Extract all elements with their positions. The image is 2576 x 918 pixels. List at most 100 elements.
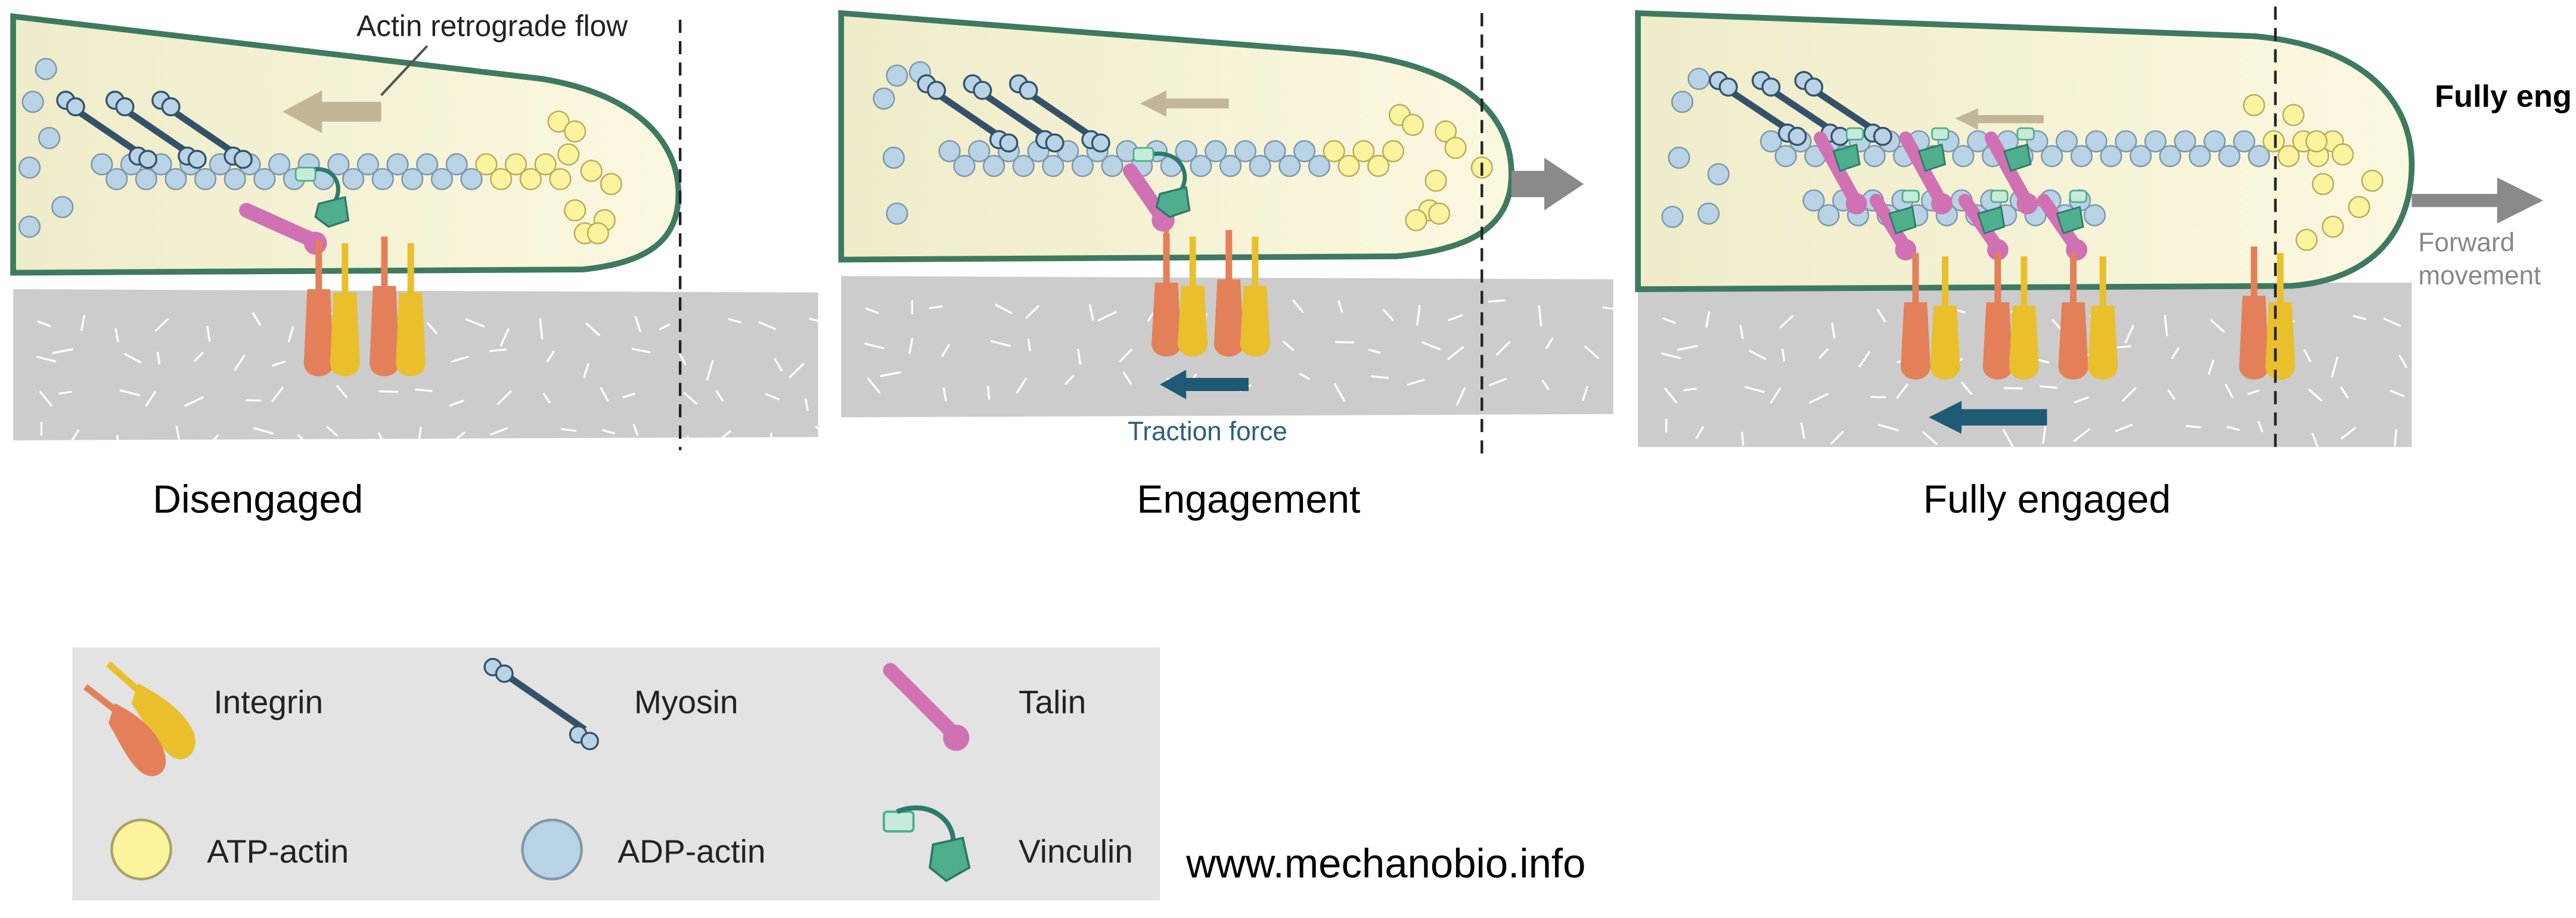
substrate-fiber <box>765 393 780 401</box>
adp-actin-monomer <box>445 153 468 176</box>
legend-myosin-label: Myosin <box>634 683 738 720</box>
vinculin-tail <box>1931 127 1950 141</box>
talin-head <box>2016 193 2038 215</box>
substrate-fiber <box>539 318 544 340</box>
substrate-fiber <box>39 390 53 407</box>
substrate-fiber <box>2208 359 2215 375</box>
free-atp-actin-monomer <box>1424 169 1447 192</box>
atp-actin-monomer <box>1382 139 1405 163</box>
legend-adp-actin-icon <box>521 818 583 880</box>
myosin-head <box>1718 77 1738 97</box>
legend-atp-actin-label: ATP-actin <box>207 833 349 870</box>
legend-integrin-label: Integrin <box>213 683 323 720</box>
talin-head <box>1931 193 1953 215</box>
substrate-fiber <box>1416 305 1421 326</box>
substrate-fiber <box>451 355 469 363</box>
adp-actin-monomer <box>342 168 365 191</box>
talin-head <box>1987 239 2009 260</box>
panel-caption-engagement: Engagement <box>1137 477 1360 522</box>
legend: Integrin Myosin Talin ATP-actin ADP-acti… <box>72 647 1160 901</box>
adp-actin-monomer <box>165 168 187 191</box>
panel-caption-disengaged: Disengaged <box>153 477 363 522</box>
substrate-fiber <box>417 426 422 448</box>
substrate-fiber <box>1748 349 1767 361</box>
adp-actin-monomer <box>1234 139 1256 163</box>
legend-background <box>72 647 1160 901</box>
free-adp-actin-monomer <box>886 202 908 225</box>
vinculin-tail <box>1990 190 2009 203</box>
adp-actin-monomer <box>953 154 976 178</box>
source-url: www.mechanobio.info <box>1185 841 1585 886</box>
atp-actin-monomer <box>475 153 498 176</box>
free-adp-actin-cluster <box>1661 67 2383 252</box>
substrate-fiber <box>2124 324 2135 344</box>
actin-filament <box>91 153 572 191</box>
free-atp-actin-monomer <box>1405 209 1427 231</box>
myosin-head <box>1091 133 1110 153</box>
substrate-fiber <box>585 322 601 337</box>
cell-movement-arrow <box>2411 177 2543 224</box>
substrate-fiber <box>1371 375 1389 379</box>
substrate-fiber <box>715 389 724 402</box>
substrate-fiber <box>2051 318 2063 331</box>
substrate-fiber <box>1545 337 1554 350</box>
adp-actin-monomer <box>2041 145 2063 168</box>
cell-movement-arrow <box>1511 157 1584 210</box>
free-atp-actin-monomer <box>1401 113 1424 137</box>
substrate-fiber <box>36 355 57 363</box>
substrate-fiber <box>448 431 465 446</box>
substrate-fiber <box>271 386 284 402</box>
talin-head <box>1895 239 1917 260</box>
substrate-fiber <box>1447 346 1464 361</box>
vinculin-body <box>1888 206 1917 235</box>
substrate-fiber <box>465 318 485 328</box>
legend-vinculin-label: Vinculin <box>1019 833 1133 870</box>
adp-actin-monomer <box>2144 130 2167 153</box>
adp-actin-monomer <box>401 168 424 191</box>
adp-actin-monomer <box>2115 130 2137 153</box>
actin-retrograde-flow-arrow <box>1955 108 2044 130</box>
substrate-fiber <box>2340 386 2349 399</box>
substrate-fiber <box>880 371 902 377</box>
adp-actin-monomer <box>1071 154 1094 178</box>
adp-actin-monomer <box>1759 130 1783 153</box>
substrate-fiber <box>2002 429 2015 448</box>
substrate-fiber <box>206 325 211 342</box>
vinculin-body <box>1832 143 1861 172</box>
substrate-fiber <box>1896 383 1909 399</box>
substrate-fiber <box>715 430 732 444</box>
substrate-fiber <box>193 351 204 362</box>
atp-actin-monomer <box>1352 139 1375 163</box>
free-adp-actin-monomer <box>1668 147 1690 169</box>
substrate-fiber <box>1407 379 1426 386</box>
atp-actin-monomer <box>1323 139 1345 163</box>
adp-actin-monomer <box>2218 145 2241 168</box>
integrin-body <box>1178 286 1208 357</box>
integrin-body <box>2265 302 2295 380</box>
myosin-head <box>187 150 207 169</box>
adp-actin-monomer <box>1774 145 1797 168</box>
talin-rod <box>1984 131 2031 204</box>
substrate-fiber <box>1739 325 1744 339</box>
substrate-fiber <box>1858 351 1871 368</box>
myosin-head <box>1045 133 1064 153</box>
adp-actin-monomer <box>2203 130 2226 153</box>
adp-actin-monomer <box>268 153 291 176</box>
adp-actin-monomer <box>91 153 113 176</box>
atp-actin-monomer <box>549 168 572 191</box>
cell-membrane <box>838 10 1514 263</box>
substrate-fiber <box>2167 389 2176 401</box>
myosin-head <box>115 97 135 117</box>
substrate-fiber <box>2247 389 2260 395</box>
adp-actin-monomer <box>386 153 409 176</box>
free-adp-actin-monomer <box>886 64 908 87</box>
substrate-fiber <box>1800 422 1805 439</box>
substrate-fiber <box>499 328 510 347</box>
substrate-fiber <box>1088 304 1094 321</box>
substrate-fiber <box>990 340 1011 348</box>
adp-actin-monomer <box>1042 154 1064 178</box>
substrate-fiber <box>496 390 512 405</box>
